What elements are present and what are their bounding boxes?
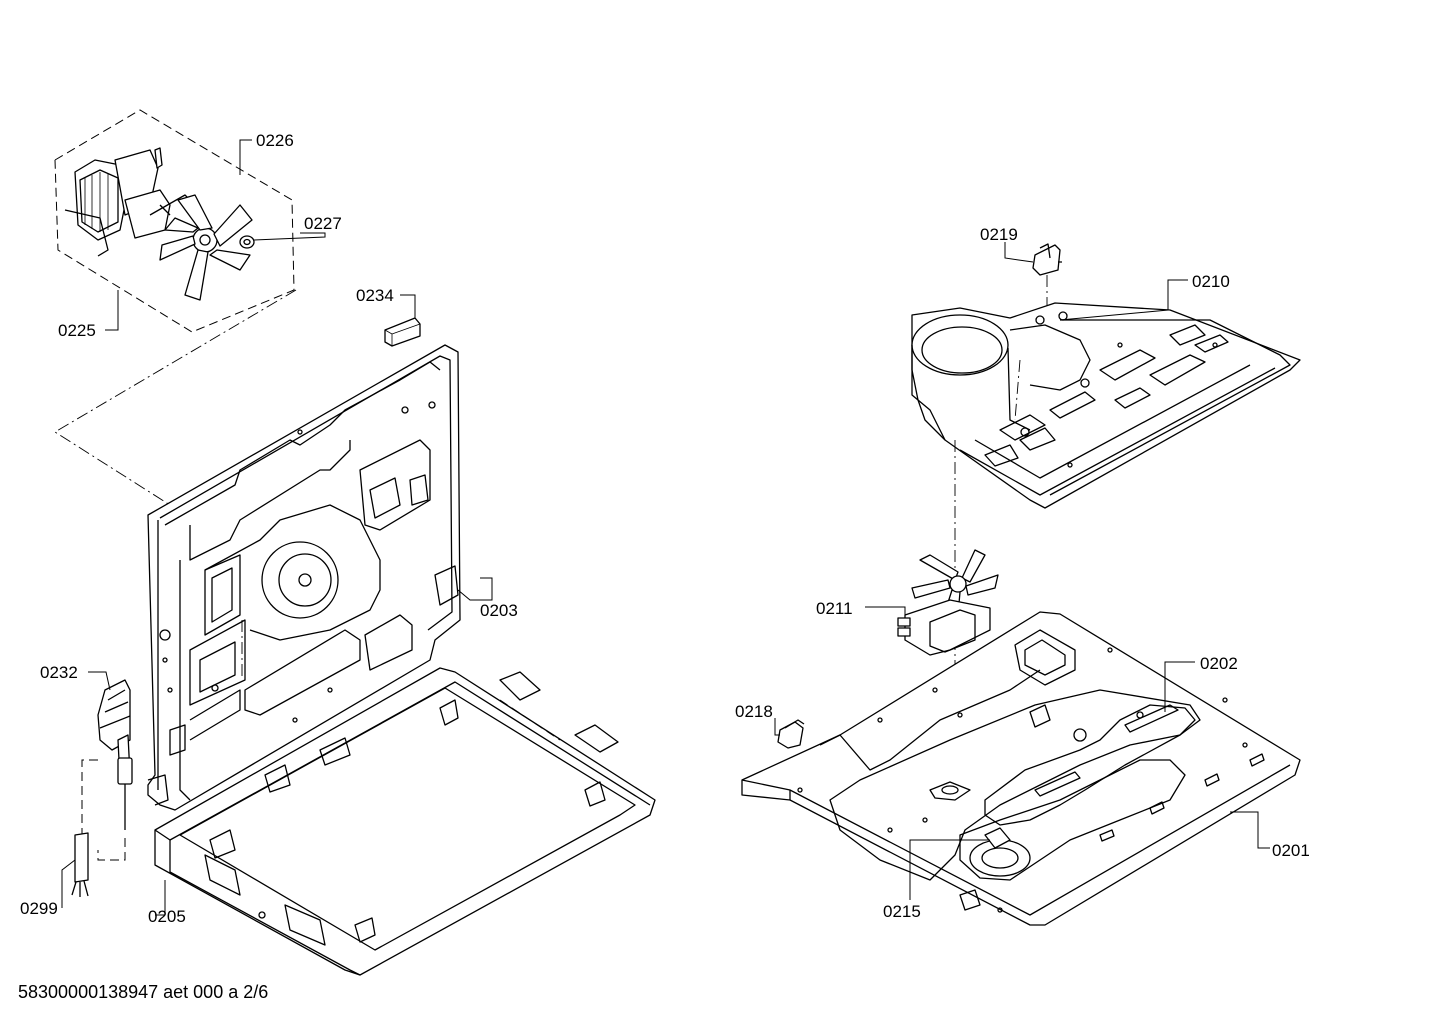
callout-0219: 0219 <box>980 225 1018 244</box>
callout-0215: 0215 <box>883 902 921 921</box>
oven-floor-tray <box>154 667 656 976</box>
cooling-duct-frame <box>911 302 1301 509</box>
callout-0226: 0226 <box>256 131 294 150</box>
callout-0201: 0201 <box>1272 841 1310 860</box>
fan-blade-part <box>159 194 253 301</box>
thermal-fuse-part <box>777 719 805 749</box>
callout-0210: 0210 <box>1192 272 1230 291</box>
callout-0227: 0227 <box>304 214 342 233</box>
left-leader-lines <box>61 139 493 916</box>
back-wall-panel <box>147 344 461 811</box>
fan-motor-kit-box <box>54 109 297 506</box>
callout-labels: 0226 0227 0225 0234 0203 0232 0299 0205 … <box>20 131 1310 926</box>
right-leader-lines <box>774 242 1270 900</box>
callout-0205: 0205 <box>148 907 186 926</box>
drawing-id-footer: 58300000138947 aet 000 a 2/6 <box>18 982 268 1002</box>
wire-harness-part <box>71 759 126 897</box>
callout-0234: 0234 <box>356 286 394 305</box>
fan-motor-part <box>64 147 196 257</box>
callout-0202: 0202 <box>1200 654 1238 673</box>
callout-0225: 0225 <box>58 321 96 340</box>
temp-sensor-part <box>1032 243 1062 310</box>
callout-0211: 0211 <box>816 599 853 618</box>
callout-0232: 0232 <box>40 663 78 682</box>
nut-part <box>239 235 255 249</box>
door-switch-part <box>97 679 133 830</box>
callout-0299: 0299 <box>20 899 58 918</box>
sensor-block-part <box>384 317 421 347</box>
cooling-fan-motor-part <box>897 549 999 656</box>
callout-0218: 0218 <box>735 702 773 721</box>
callout-0203: 0203 <box>480 601 518 620</box>
oven-base-plate <box>741 611 1301 926</box>
